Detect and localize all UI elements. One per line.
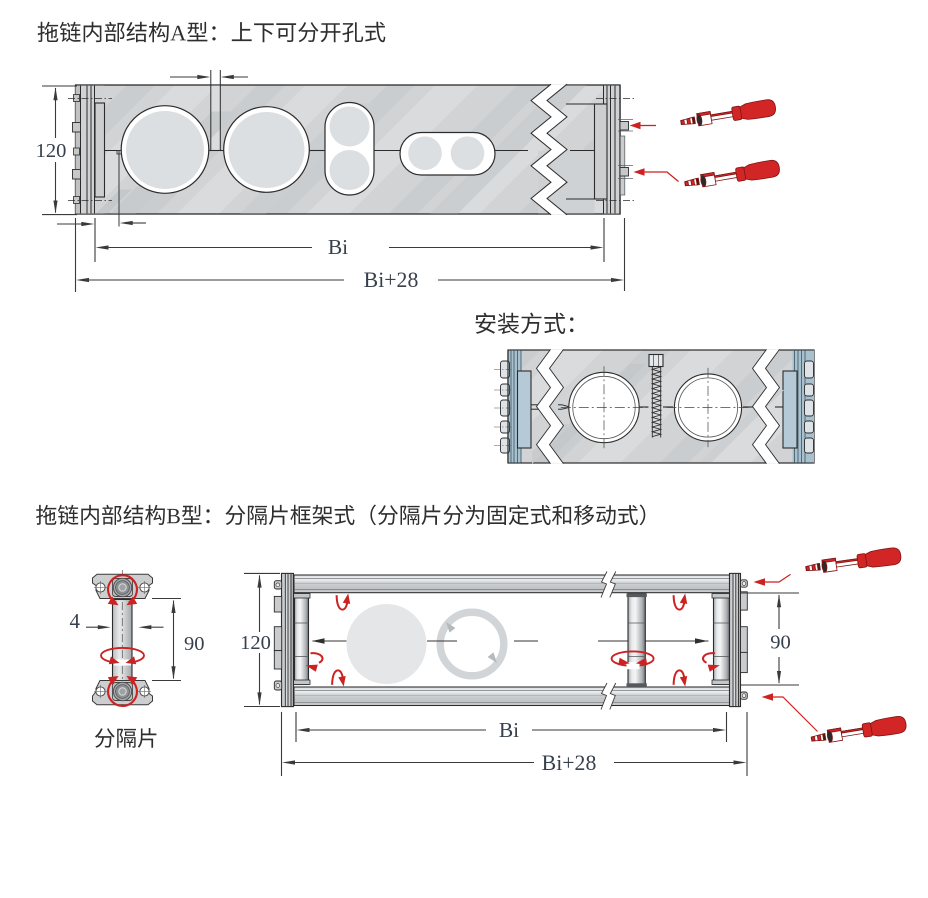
svg-text:Bi: Bi xyxy=(328,235,348,259)
svg-text:Bi+28: Bi+28 xyxy=(364,268,419,292)
svg-text:120: 120 xyxy=(240,632,271,654)
svg-text:90: 90 xyxy=(184,633,205,655)
svg-text:120: 120 xyxy=(36,140,67,162)
svg-text:Bi+28: Bi+28 xyxy=(542,751,597,775)
svg-text:Bi: Bi xyxy=(499,718,519,742)
svg-text:90: 90 xyxy=(770,632,791,654)
svg-text:4: 4 xyxy=(70,609,81,633)
